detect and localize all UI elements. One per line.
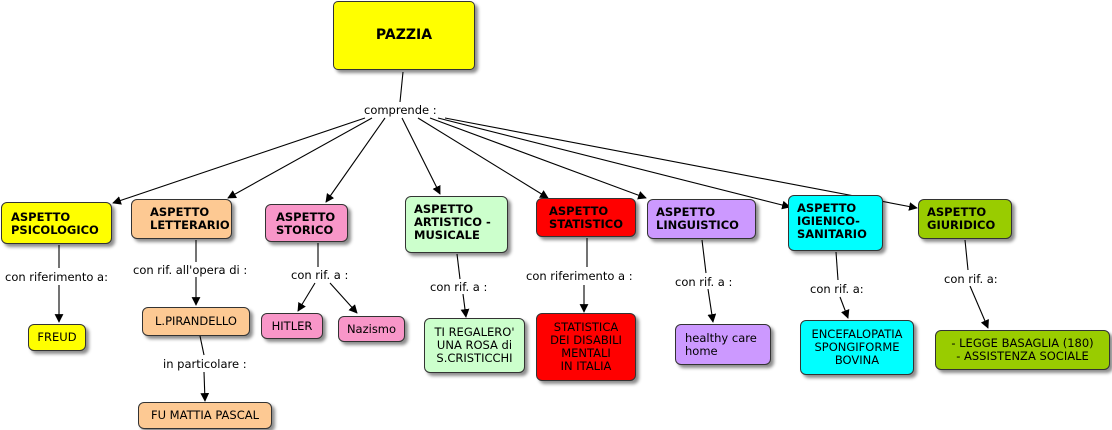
node-statistica[interactable]: STATISTICA DEI DISABILI MENTALI IN ITALI… [536, 313, 636, 381]
link-letterario: con rif. all'opera di : [132, 263, 249, 277]
link-comprende: comprende : [363, 103, 438, 117]
link-statistico: con riferimento a : [525, 269, 634, 283]
edge-comprende-storico [325, 117, 386, 203]
edge-comprende-artistico [401, 117, 441, 195]
node-aspetto-statistico[interactable]: ASPETTO STATISTICO [536, 198, 636, 237]
edge-comprende-linguistico [429, 117, 647, 200]
node-nazismo[interactable]: Nazismo [338, 316, 405, 342]
link-artistico: con rif. a : [429, 280, 489, 294]
node-mattia-pascal[interactable]: FU MATTIA PASCAL [138, 402, 272, 429]
link-storico: con rif. a : [290, 268, 350, 282]
edge-comprende-statistico [417, 117, 549, 199]
node-aspetto-linguistico[interactable]: ASPETTO LINGUISTICO [647, 199, 756, 239]
node-encefalopatia[interactable]: ENCEFALOPATIA SPONGIFORME BOVINA [800, 320, 914, 375]
node-hitler[interactable]: HITLER [261, 313, 323, 339]
edge-nazismo [329, 282, 358, 314]
node-aspetto-igienico[interactable]: ASPETTO IGIENICO- SANITARIO [788, 195, 883, 251]
node-aspetto-storico[interactable]: ASPETTO STORICO [265, 204, 348, 242]
node-pirandello[interactable]: L.PIRANDELLO [142, 307, 250, 336]
root-node-pazzia[interactable]: PAZZIA [333, 1, 475, 70]
edge-comprende-psicologico [112, 117, 366, 205]
node-legge-basaglia[interactable]: - LEGGE BASAGLIA (180) - ASSISTENZA SOCI… [935, 330, 1110, 370]
link-psicologico: con riferimento a: [4, 270, 109, 284]
node-healthy-care[interactable]: healthy care home [675, 324, 771, 365]
edge-comprende-igienico [437, 117, 791, 210]
edge-comprende-giuridico [444, 117, 918, 211]
node-regalero[interactable]: TI REGALERO' UNA ROSA di S.CRISTICCHI [424, 318, 525, 373]
link-letterario-2: in particolare : [162, 357, 248, 371]
node-freud[interactable]: FREUD [28, 324, 86, 351]
node-aspetto-psicologico[interactable]: ASPETTO PSICOLOGICO [1, 202, 112, 244]
node-aspetto-giuridico[interactable]: ASPETTO GIURIDICO [918, 199, 1012, 239]
edge-comprende-letterario [227, 117, 373, 199]
link-giuridico: con rif. a: [943, 272, 999, 286]
link-linguistico: con rif. a : [674, 275, 734, 289]
edge-healthy [707, 288, 717, 323]
edge-regalero [460, 293, 470, 318]
link-igienico: con rif. a: [809, 282, 865, 296]
edge-mattia [200, 371, 210, 402]
node-aspetto-letterario[interactable]: ASPETTO LETTERARIO [131, 199, 232, 239]
node-aspetto-artistico[interactable]: ASPETTO ARTISTICO - MUSICALE [405, 196, 508, 253]
edge-legge [969, 285, 989, 329]
edge-hitler [297, 282, 316, 312]
edge-root-comprende [399, 71, 404, 103]
edge-encefalopatia [839, 296, 850, 319]
